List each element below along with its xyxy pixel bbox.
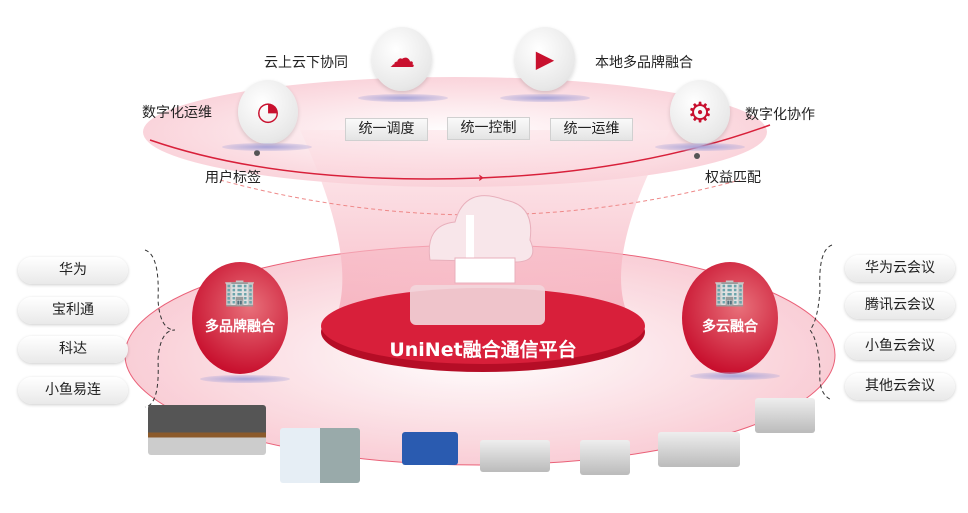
label-digital-ops: 数字化运维 [142,105,212,121]
label-user-tags: 用户标签 [205,170,261,186]
brand-polycom: 宝利通 [18,297,128,324]
video-icon: ▶ [515,27,575,91]
unified-ops: 统一运维 [550,118,633,141]
cloud-other: 其他云会议 [845,373,955,400]
cloud-huawei: 华为云会议 [845,255,955,282]
cloud-xylink: 小鱼云会议 [845,333,955,360]
svg-text:›: › [478,170,484,186]
whiteboard-image [280,428,360,483]
ptz-camera-image [580,440,630,475]
cloud-upload-icon [428,195,534,263]
brand-xylink: 小鱼易连 [18,377,128,404]
dual-camera-image [658,432,740,467]
brand-huawei: 华为 [18,257,128,284]
smart-screen-image [402,432,458,465]
cloud-tencent: 腾讯云会议 [845,292,955,319]
top-ring-arc [149,124,771,180]
label-cloud-sync: 云上云下协同 [264,55,348,71]
brand-kedacom: 科达 [18,336,128,363]
codec-box-image [480,440,550,472]
platform-title: UniNet融合通信平台 [389,339,577,361]
unified-dispatch: 统一调度 [345,118,428,141]
multicloud-group: 🏢多云融合 [682,262,778,374]
desktop-terminal-image [755,398,815,433]
telepresence-room-image [148,405,266,455]
cloud-sync-icon: ☁ [372,27,432,91]
hospital-building-icon: 🏢 [223,278,257,308]
label-digital-collab: 数字化协作 [745,107,815,123]
cloud-building-icon: 🏢 [713,278,747,308]
multibrand-group: 🏢多品牌融合 [192,262,288,374]
label-local-multibrand: 本地多品牌融合 [595,55,693,71]
gear-icon: ⚙ [670,80,730,144]
pie-chart-icon: ◔ [238,80,298,144]
unified-control: 统一控制 [447,117,530,140]
label-rights-match: 权益匹配 [705,170,761,186]
